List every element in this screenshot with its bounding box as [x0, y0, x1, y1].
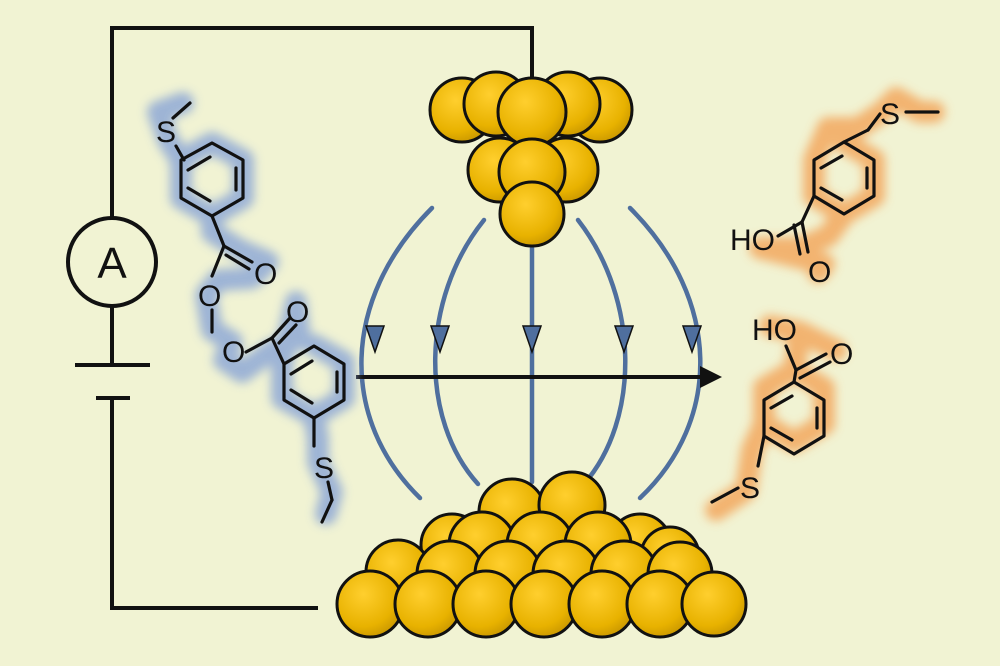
reactant-sulfur-top: S — [156, 116, 176, 149]
circuit: A — [66, 26, 534, 610]
reactant-carbonyl-o2: O — [286, 296, 309, 329]
reactant-peroxide-o1: O — [198, 280, 221, 313]
field-arrowhead-1 — [364, 325, 386, 355]
circuit-wire-bottom — [110, 400, 318, 610]
product-top-hydroxyl: HO — [730, 224, 775, 257]
gold-tip-electrode — [428, 70, 634, 248]
field-arrowhead-3 — [521, 325, 543, 355]
reaction-arrow — [356, 366, 722, 388]
product-top-carbonyl-o: O — [808, 256, 831, 289]
product-bottom-hydroxyl: HO — [752, 314, 797, 347]
product-bottom-carbonyl-o: O — [830, 338, 853, 371]
circuit-wire-top — [110, 26, 534, 290]
product-bottom-sulfur: S — [740, 472, 760, 505]
gold-surface-electrode — [335, 470, 748, 639]
field-arrowhead-4 — [613, 325, 635, 355]
reactant-molecule: S O O O O S — [147, 92, 355, 525]
ammeter — [66, 216, 158, 308]
field-arrowheads — [364, 325, 703, 355]
field-arrowhead-2 — [429, 325, 451, 355]
product-bottom-molecule: HO O S — [705, 314, 853, 521]
electric-field-lines — [359, 205, 703, 501]
product-top-molecule: S HO O — [730, 87, 945, 289]
field-line-4 — [575, 217, 628, 487]
field-line-1 — [359, 205, 435, 501]
field-line-2 — [433, 217, 487, 487]
reactant-sulfur-bottom: S — [314, 452, 334, 485]
field-arrowhead-5 — [681, 325, 703, 355]
product-top-sulfur: S — [880, 98, 900, 131]
ammeter-label: A — [97, 239, 127, 288]
field-line-5 — [627, 205, 703, 501]
reactant-carbonyl-o1: O — [254, 258, 277, 291]
reactant-peroxide-o2: O — [222, 336, 245, 369]
